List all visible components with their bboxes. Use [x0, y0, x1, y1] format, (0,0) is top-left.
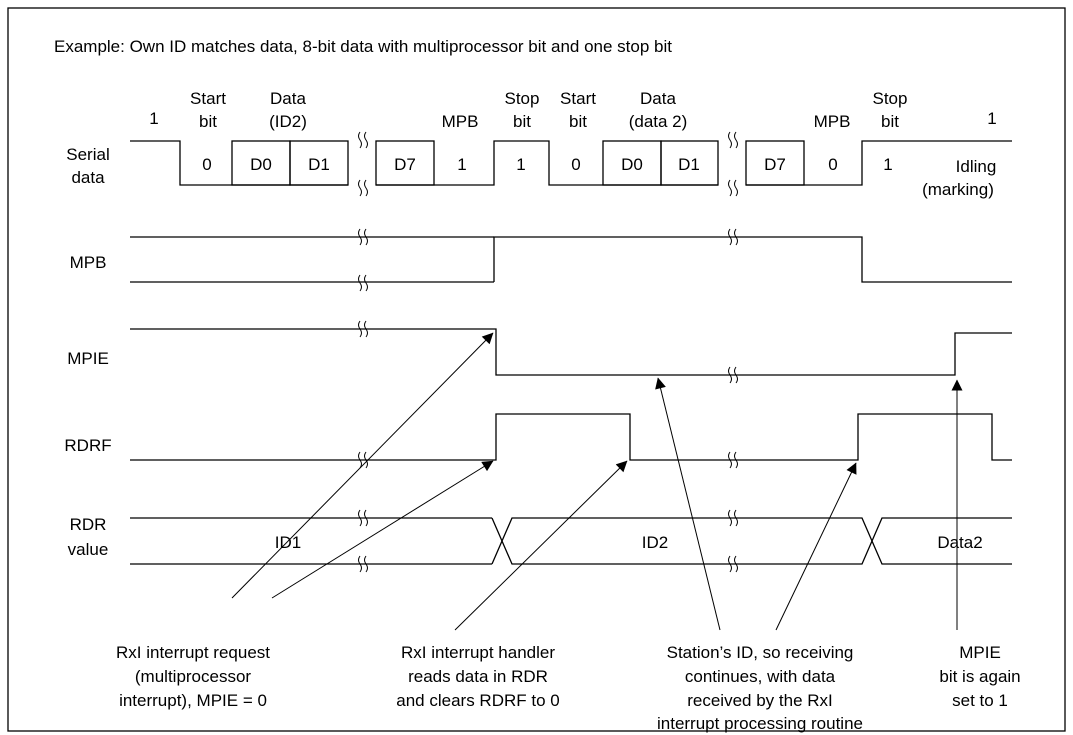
- arrow-note1-to-mpie: [231, 332, 494, 599]
- row-labels: Serial data MPB MPIE RDRF RDR value: [64, 145, 111, 559]
- arrow-note3-to-rdrf: [775, 462, 857, 631]
- start2-label-line1: Start: [560, 89, 596, 108]
- rdrf-label: RDRF: [64, 436, 111, 455]
- serial-data-waveform: [130, 131, 1012, 197]
- rdr-label-line1: RDR: [70, 515, 107, 534]
- mpb1-header-label: MPB: [442, 112, 479, 131]
- figure-border: [7, 7, 1066, 732]
- note1-line: RxI interrupt request: [116, 643, 270, 662]
- data1-label-line1: Data: [270, 89, 306, 108]
- bit-label: D0: [621, 155, 643, 174]
- serial-label-line2: data: [71, 168, 105, 187]
- note3-line: interrupt processing routine: [657, 714, 863, 733]
- note3-line: Station’s ID, so receiving: [667, 643, 854, 662]
- mpie-waveform: [130, 320, 1012, 384]
- idling-label-line1: Idling: [956, 157, 997, 176]
- stop1-label-line2: bit: [513, 112, 531, 131]
- note4-line: set to 1: [952, 691, 1008, 710]
- note1-line: interrupt), MPIE = 0: [119, 691, 267, 710]
- bit-label: 1: [883, 155, 892, 174]
- bit-label: 1: [457, 155, 466, 174]
- bit-label: D7: [394, 155, 416, 174]
- rdr-label-line2: value: [68, 540, 109, 559]
- note2-line: RxI interrupt handler: [401, 643, 555, 662]
- start1-label-line2: bit: [199, 112, 217, 131]
- idle-left-label: 1: [149, 109, 158, 128]
- bit-label: 0: [202, 155, 211, 174]
- rdrf-waveform: [130, 413, 1012, 469]
- stop2-label-line1: Stop: [873, 89, 908, 108]
- note4-line: MPIE: [959, 643, 1001, 662]
- bit-label: 0: [571, 155, 580, 174]
- data1-label-line2: (ID2): [269, 112, 307, 131]
- stop1-label-line1: Stop: [505, 89, 540, 108]
- start1-label-line1: Start: [190, 89, 226, 108]
- bit-label: 1: [516, 155, 525, 174]
- bit-label: D1: [678, 155, 700, 174]
- mpb-waveform: [130, 228, 1012, 292]
- bit-label: 0: [828, 155, 837, 174]
- stop2-label-line2: bit: [881, 112, 899, 131]
- arrow-note1-to-rdrf: [271, 460, 494, 599]
- annotation-notes: RxI interrupt request (multiprocessor in…: [116, 643, 1021, 733]
- idle-right-label: 1: [987, 109, 996, 128]
- note2-line: and clears RDRF to 0: [396, 691, 559, 710]
- mpb2-header-label: MPB: [814, 112, 851, 131]
- arrow-note2-to-rdrf: [454, 460, 628, 631]
- rdr-value-label: ID1: [275, 533, 301, 552]
- note4-line: bit is again: [939, 667, 1020, 686]
- bit-label: D1: [308, 155, 330, 174]
- rdr-value-bus: [130, 509, 1012, 573]
- figure-title: Example: Own ID matches data, 8-bit data…: [54, 37, 672, 56]
- serial-bit-labels: 0 D0 D1 D7 1 1 0 D0 D1 D7 0 1 Idling (ma…: [202, 155, 996, 199]
- mpie-label: MPIE: [67, 349, 109, 368]
- note1-line: (multiprocessor: [135, 667, 252, 686]
- serial-header-labels: 1 Start bit Data (ID2) MPB Stop bit Star…: [149, 89, 996, 131]
- annotation-arrows: [231, 332, 963, 631]
- start2-label-line2: bit: [569, 112, 587, 131]
- rdr-value-labels: ID1 ID2 Data2: [275, 533, 983, 552]
- serial-label-line1: Serial: [66, 145, 109, 164]
- bit-label: D7: [764, 155, 786, 174]
- idling-label-line2: (marking): [922, 180, 994, 199]
- note2-line: reads data in RDR: [408, 667, 548, 686]
- rdr-value-label: ID2: [642, 533, 668, 552]
- arrow-note3-to-mpie: [655, 377, 721, 631]
- mpb-label: MPB: [70, 253, 107, 272]
- note3-line: continues, with data: [685, 667, 836, 686]
- data2-label-line1: Data: [640, 89, 676, 108]
- note3-line: received by the RxI: [687, 691, 833, 710]
- data2-label-line2: (data 2): [629, 112, 688, 131]
- rdr-value-label: Data2: [937, 533, 982, 552]
- bit-label: D0: [250, 155, 272, 174]
